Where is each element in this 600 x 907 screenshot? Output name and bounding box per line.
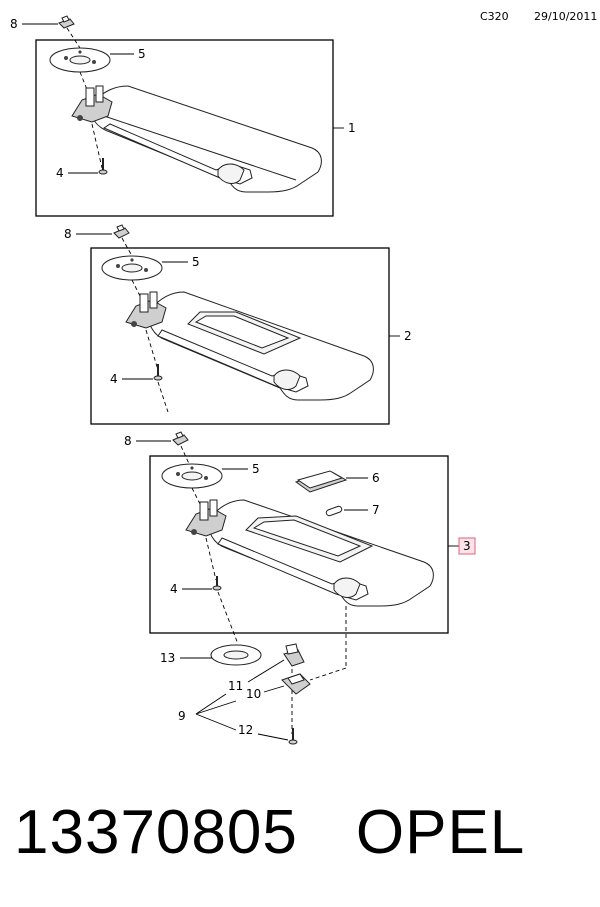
callout-4-a: 4 bbox=[56, 166, 64, 180]
clip-8-b bbox=[113, 224, 130, 239]
sun-visor-3 bbox=[208, 499, 434, 607]
assembly-3: 8 5 6 7 bbox=[124, 431, 476, 634]
clip-8-a bbox=[58, 15, 75, 29]
visor-hinge-2 bbox=[125, 291, 167, 329]
assembly-1: 8 5 4 bbox=[10, 15, 356, 217]
sun-visor-2 bbox=[148, 291, 374, 401]
callout-6: 6 bbox=[372, 471, 380, 485]
callout-3-highlight bbox=[458, 537, 476, 555]
clip-8-c bbox=[172, 431, 189, 446]
brand-name: OPEL bbox=[355, 798, 526, 867]
screw-4-a bbox=[98, 158, 108, 175]
trim-ring-5-c bbox=[161, 463, 223, 489]
loose-parts: 13 11 10 12 9 bbox=[160, 591, 347, 745]
model-code: C320 bbox=[480, 10, 509, 23]
callout-5-a: 5 bbox=[138, 47, 146, 61]
callout-2: 2 bbox=[404, 329, 412, 343]
callout-13: 13 bbox=[160, 651, 175, 665]
callout-4-b: 4 bbox=[110, 372, 118, 386]
callout-5-b: 5 bbox=[192, 255, 200, 269]
callout-12: 12 bbox=[238, 723, 253, 737]
screw-4-c bbox=[212, 576, 222, 591]
screw-12 bbox=[288, 728, 298, 745]
trim-ring-5-b bbox=[101, 255, 163, 281]
assembly-2: 8 5 4 bbox=[64, 224, 412, 425]
assembly-3-frame bbox=[149, 455, 449, 634]
screw-4-b bbox=[153, 364, 163, 381]
callout-1: 1 bbox=[348, 121, 356, 135]
mirror-cover-6 bbox=[294, 470, 348, 493]
part-number: 13370805 bbox=[14, 798, 298, 867]
callout-4-c: 4 bbox=[170, 582, 178, 596]
callout-10: 10 bbox=[246, 687, 261, 701]
callout-8-c: 8 bbox=[124, 434, 132, 448]
clip-10 bbox=[281, 673, 311, 695]
callout-8-a: 8 bbox=[10, 17, 18, 31]
visor-hinge-1 bbox=[71, 85, 113, 123]
diagram-date: 29/10/2011 bbox=[534, 10, 597, 23]
callout-11: 11 bbox=[228, 679, 243, 693]
cover-plate-13 bbox=[210, 644, 262, 666]
lamp-bulb-7 bbox=[325, 505, 343, 517]
callout-9: 9 bbox=[178, 709, 186, 723]
holder-11 bbox=[283, 643, 305, 667]
visor-hinge-3 bbox=[185, 499, 227, 537]
trim-ring-5-a bbox=[49, 47, 111, 73]
footer-part-info: 13370805 OPEL bbox=[14, 793, 594, 873]
callout-3: 3 bbox=[463, 539, 471, 553]
callout-5-c: 5 bbox=[252, 462, 260, 476]
callout-8-b: 8 bbox=[64, 227, 72, 241]
callout-7: 7 bbox=[372, 503, 380, 517]
sun-visor-1 bbox=[90, 85, 322, 193]
